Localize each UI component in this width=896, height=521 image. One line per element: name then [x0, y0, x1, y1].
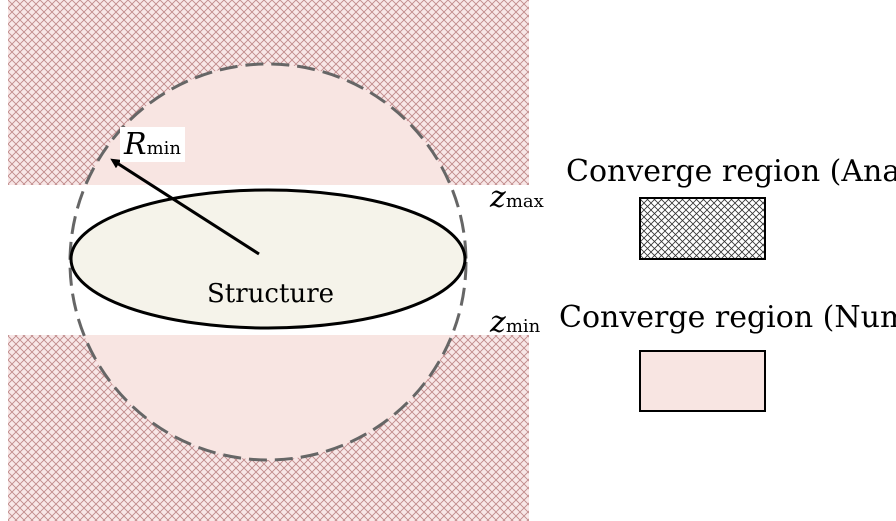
legend-swatch-num: [639, 350, 766, 412]
rmin-arrow: [110, 158, 260, 256]
rmin-subscript: min: [146, 138, 182, 159]
structure-ellipse: [69, 188, 467, 330]
rmin-label: Rmin: [120, 127, 186, 162]
zmin-label: zmin: [490, 305, 540, 340]
zmax-label: zmax: [490, 180, 544, 215]
legend-swatch-ana: [639, 197, 766, 260]
zmin-symbol: z: [490, 305, 506, 340]
legend-label-ana: Converge region (Ana): [566, 154, 896, 189]
rmin-symbol: R: [124, 127, 147, 162]
zmax-subscript: max: [505, 191, 544, 212]
structure-label: Structure: [207, 279, 335, 309]
zmin-subscript: min: [505, 316, 541, 337]
zmax-symbol: z: [490, 180, 506, 215]
legend-label-num: Converge region (Num): [559, 300, 896, 335]
